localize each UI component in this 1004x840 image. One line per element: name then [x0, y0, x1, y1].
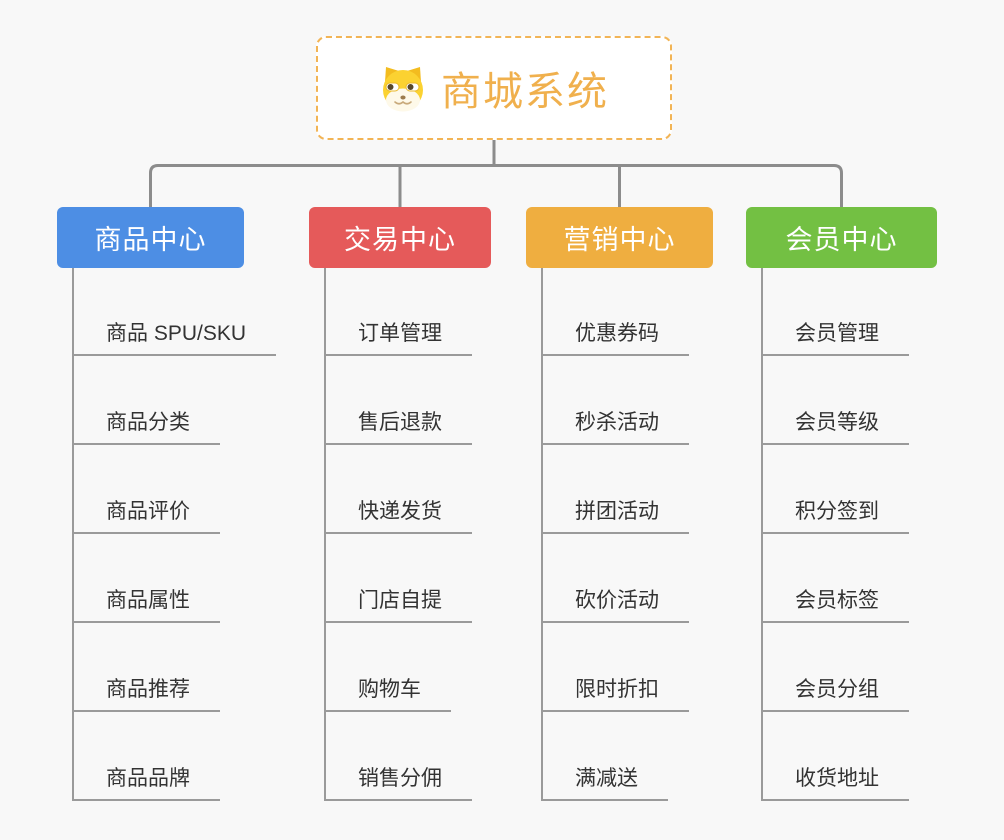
- branch-label: 交易中心: [344, 225, 456, 255]
- branch-node-member-center[interactable]: 会员中心: [746, 207, 937, 268]
- leaf-node[interactable]: 收货地址: [762, 765, 909, 801]
- doge-icon: [383, 67, 423, 112]
- leaf-node[interactable]: 快递发货: [325, 498, 472, 534]
- branch-label: 营销中心: [563, 225, 676, 255]
- leaf-node[interactable]: 砍价活动: [542, 587, 689, 623]
- leaf-node[interactable]: 商品评价: [73, 498, 220, 534]
- leaf-node[interactable]: 会员标签: [762, 587, 909, 623]
- root-node-mall-system[interactable]: 商城系统: [316, 36, 672, 140]
- column-spines: [72, 268, 763, 801]
- leaf-node[interactable]: 优惠券码: [542, 320, 689, 356]
- leaf-node[interactable]: 商品属性: [73, 587, 220, 623]
- branch-label: 会员中心: [785, 225, 898, 255]
- leaf-node[interactable]: 拼团活动: [542, 498, 689, 534]
- leaf-node[interactable]: 会员等级: [762, 409, 909, 445]
- branch-node-trade-center[interactable]: 交易中心: [309, 207, 491, 268]
- branch-label: 商品中心: [94, 225, 207, 255]
- leaf-node[interactable]: 订单管理: [325, 320, 472, 356]
- leaf-node[interactable]: 满减送: [542, 765, 668, 801]
- leaf-node[interactable]: 购物车: [325, 676, 451, 712]
- leaf-node[interactable]: 商品品牌: [73, 765, 220, 801]
- leaf-node[interactable]: 商品 SPU/SKU: [73, 320, 277, 356]
- branch-node-marketing-center[interactable]: 营销中心: [526, 207, 713, 268]
- branch-node-product-center[interactable]: 商品中心: [57, 207, 244, 268]
- root-title: 商城系统: [441, 70, 609, 114]
- leaf-node[interactable]: 积分签到: [762, 498, 909, 534]
- leaf-node[interactable]: 商品推荐: [73, 676, 220, 712]
- leaf-node[interactable]: 门店自提: [325, 587, 472, 623]
- leaf-node[interactable]: 销售分佣: [325, 765, 472, 801]
- leaf-node[interactable]: 商品分类: [73, 409, 220, 445]
- tree-connectors: [149, 140, 843, 207]
- leaf-node[interactable]: 会员分组: [762, 676, 909, 712]
- leaf-node[interactable]: 限时折扣: [542, 676, 689, 712]
- leaf-node[interactable]: 售后退款: [325, 409, 472, 445]
- leaf-node[interactable]: 会员管理: [762, 320, 909, 356]
- leaf-node[interactable]: 秒杀活动: [542, 409, 689, 445]
